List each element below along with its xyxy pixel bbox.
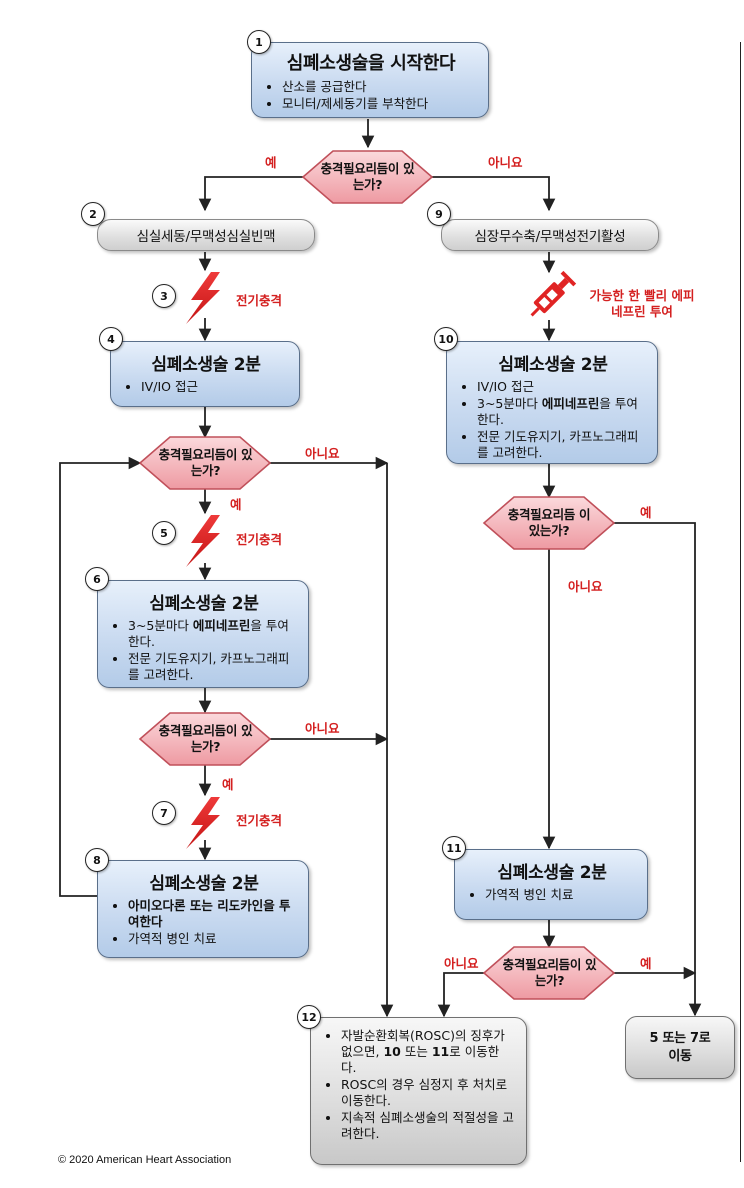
step-10-item-text: 을 투여한다. (477, 396, 638, 427)
step-number-1: 1 (247, 30, 271, 54)
step-6-item-text: 3~5분마다 (128, 618, 193, 633)
step-12-item: 자발순환회복(ROSC)의 징후가 없으면, 10 또는 11로 이동한다. (341, 1028, 514, 1076)
step-number-5: 5 (152, 521, 176, 545)
step-12-item-text: 로 이동한다. (341, 1044, 500, 1075)
step-11-title: 심폐소생술 2분 (497, 863, 607, 883)
step-number-2: 2 (81, 202, 105, 226)
decision-4-text: 충격필요리듬 이 있는가? (507, 507, 591, 538)
no-label: 아니요 (488, 155, 523, 170)
step-number-12: 12 (297, 1005, 321, 1029)
step-12-box: 자발순환회복(ROSC)의 징후가 없으면, 10 또는 11로 이동한다. R… (310, 1017, 527, 1165)
decision-diamond-3 (138, 712, 272, 766)
step-number-7: 7 (152, 801, 176, 825)
no-label: 아니요 (305, 446, 340, 461)
step-1-item: 산소를 공급한다 (282, 79, 476, 95)
page-edge-rule (740, 42, 741, 1162)
no-label: 아니요 (568, 579, 603, 594)
step-8-item: 아미오다론 또는 리도카인을 투여한다 (128, 898, 296, 930)
decision-2-text: 충격필요리듬이 있는가? (158, 447, 253, 478)
epinephrine-text: 에피네프린 (541, 396, 600, 411)
step-ref-10: 10 (383, 1044, 401, 1059)
step-12-item-text: 또는 (400, 1044, 432, 1059)
step-1-title: 심폐소생술을 시작한다 (286, 53, 456, 74)
step-6-item: 3~5분마다 에피네프린을 투여한다. (128, 618, 296, 650)
copyright-text: © 2020 American Heart Association (58, 1154, 232, 1166)
step-10-item: IV/IO 접근 (477, 379, 645, 395)
step-10-item: 3~5분마다 에피네프린을 투여한다. (477, 396, 645, 428)
step-6-title: 심폐소생술 2분 (149, 594, 259, 614)
step-6-item-text: 을 투여한다. (128, 618, 289, 649)
no-label: 아니요 (444, 956, 479, 971)
yes-label: 예 (265, 155, 277, 170)
step-11-item: 가역적 병인 치료 (485, 887, 635, 903)
syringe-icon (530, 270, 577, 317)
antiarrhythmic-text: 아미오다론 또는 리도카인을 투여한다 (128, 898, 291, 929)
decision-diamond-2 (138, 436, 272, 490)
step-12-item: ROSC의 경우 심정지 후 처치로 이동한다. (341, 1077, 514, 1109)
epinephrine-asap-label: 가능한 한 빨리 에피네프린 투여 (589, 288, 695, 319)
step-number-4: 4 (99, 327, 123, 351)
step-6-box: 심폐소생술 2분 3~5분마다 에피네프린을 투여한다. 전문 기도유지기, 카… (97, 580, 309, 688)
step-2-rhythm-box: 심실세동/무맥성심실빈맥 (97, 219, 315, 251)
step-8-box: 심폐소생술 2분 아미오다론 또는 리도카인을 투여한다 가역적 병인 치료 (97, 860, 309, 958)
step-10-item: 전문 기도유지기, 카프노그래피를 고려한다. (477, 429, 645, 461)
lightning-bolt-icon (186, 797, 220, 849)
decision-diamond-5 (482, 946, 616, 1000)
step-number-10: 10 (434, 327, 458, 351)
step-12-item: 지속적 심폐소생술의 적절성을 고려한다. (341, 1110, 514, 1142)
yes-label: 예 (230, 497, 242, 512)
decision-diamond-4 (482, 496, 616, 550)
step-10-title: 심폐소생술 2분 (498, 355, 608, 375)
yes-label: 예 (640, 956, 652, 971)
step-10-item-text: 3~5분마다 (477, 396, 542, 411)
step-number-9: 9 (427, 202, 451, 226)
step-9-rhythm-box: 심장무수축/무맥성전기활성 (441, 219, 659, 251)
shock-label: 전기충격 (236, 813, 283, 828)
lightning-bolt-icon (186, 272, 220, 324)
shock-label: 전기충격 (236, 532, 283, 547)
step-1-box: 심폐소생술을 시작한다 산소를 공급한다 모니터/제세동기를 부착한다 (251, 42, 489, 118)
step-8-item: 가역적 병인 치료 (128, 931, 296, 947)
step-6-item: 전문 기도유지기, 카프노그래피를 고려한다. (128, 651, 296, 683)
step-number-8: 8 (85, 848, 109, 872)
step-4-item: IV/IO 접근 (141, 379, 287, 395)
step-ref-11: 11 (431, 1044, 450, 1059)
step-11-box: 심폐소생술 2분 가역적 병인 치료 (454, 849, 648, 920)
goto-step-box: 5 또는 7로 이동 (625, 1016, 735, 1079)
lightning-bolt-icon (186, 515, 220, 567)
decision-3-text: 충격필요리듬이 있는가? (158, 723, 253, 754)
step-4-title: 심폐소생술 2분 (151, 355, 261, 375)
decision-1-text: 충격필요리듬이 있는가? (320, 161, 415, 192)
yes-label: 예 (640, 505, 652, 520)
step-12-item-text: 자발순환회복(ROSC)의 징후가 없으면, (341, 1028, 505, 1059)
no-label: 아니요 (305, 721, 340, 736)
step-1-item: 모니터/제세동기를 부착한다 (282, 96, 476, 112)
goto-step-text: 5 또는 7로 이동 (649, 1030, 711, 1064)
step-10-box: 심폐소생술 2분 IV/IO 접근 3~5분마다 에피네프린을 투여한다. 전문… (446, 341, 658, 464)
shock-label: 전기충격 (236, 293, 283, 308)
step-4-box: 심폐소생술 2분 IV/IO 접근 (110, 341, 300, 407)
decision-5-text: 충격필요리듬이 있는가? (502, 957, 597, 988)
decision-diamond-1 (301, 150, 434, 204)
step-number-3: 3 (152, 284, 176, 308)
yes-label: 예 (222, 777, 234, 792)
step-number-6: 6 (85, 567, 109, 591)
step-8-title: 심폐소생술 2분 (149, 874, 259, 894)
epinephrine-text: 에피네프린 (192, 618, 251, 633)
step-number-11: 11 (442, 836, 466, 860)
